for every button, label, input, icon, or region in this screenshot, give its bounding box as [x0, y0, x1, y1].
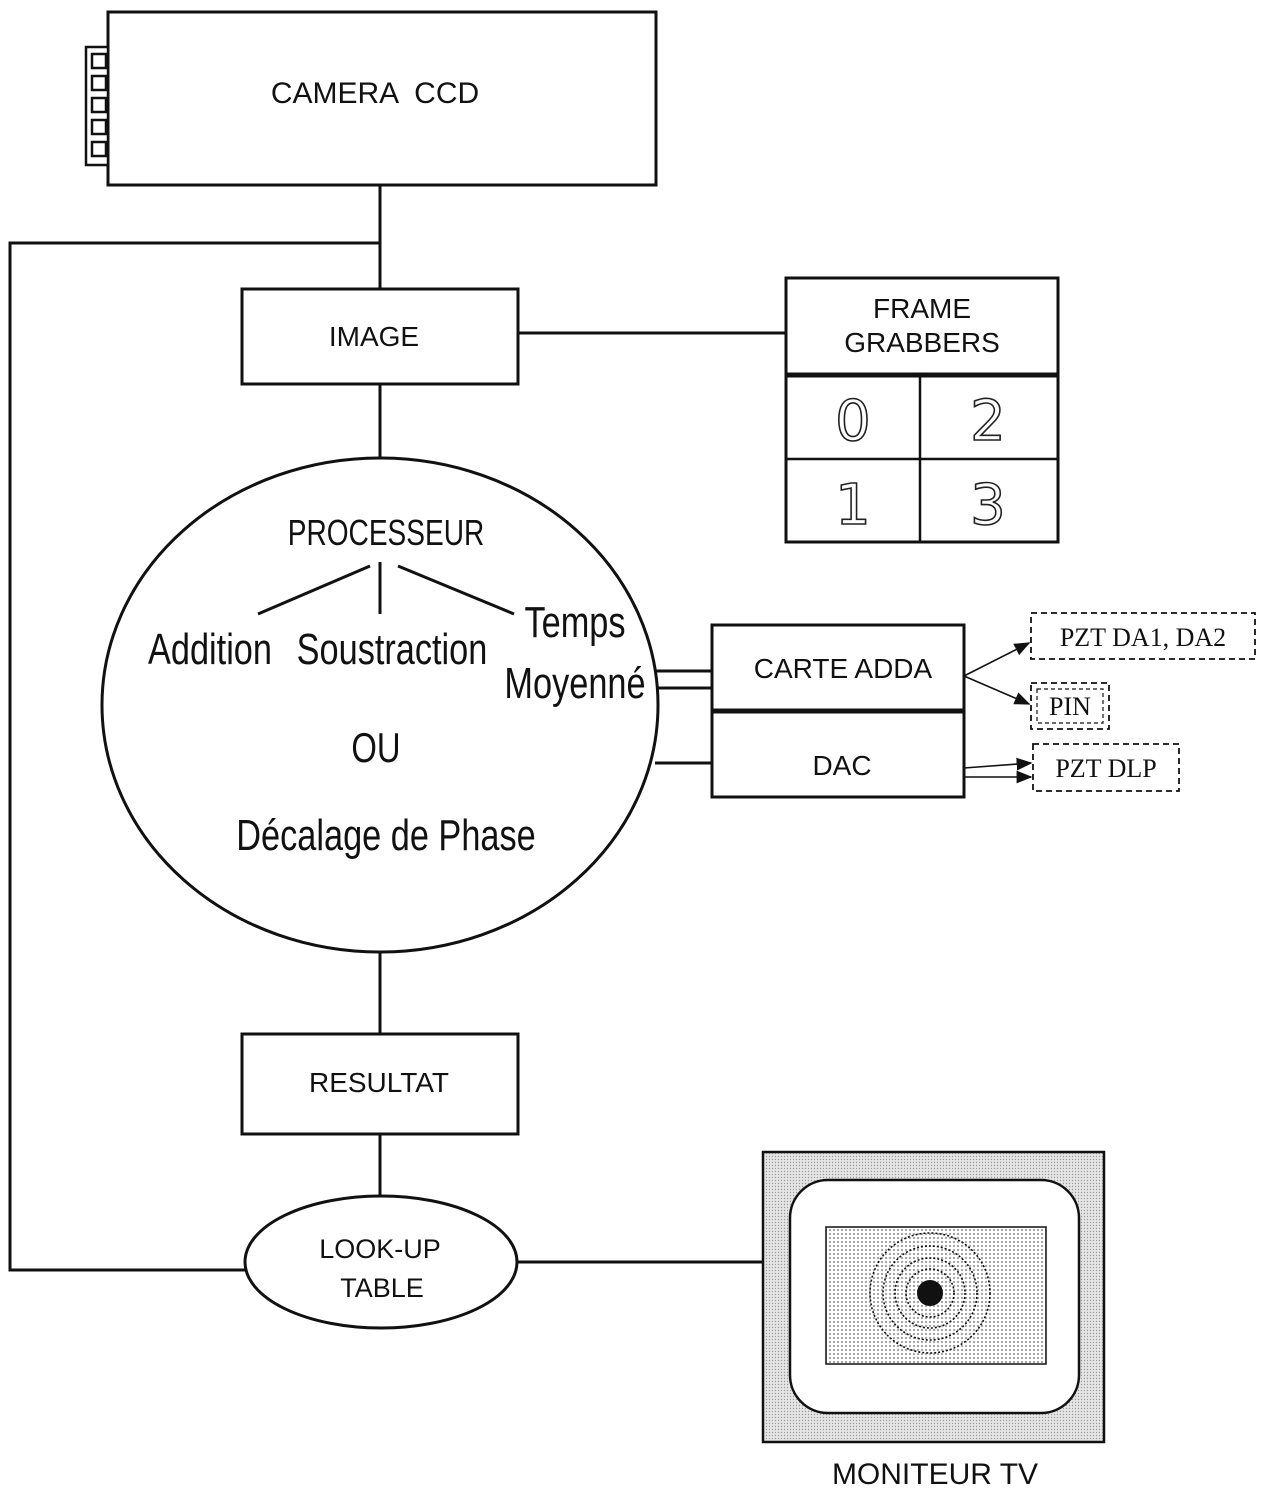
peripheral-arrows [963, 642, 1033, 784]
interference-rings-icon [869, 1232, 991, 1354]
monitor-label: MONITEUR TV [832, 1458, 1038, 1491]
monitor-tv: MONITEUR TV [761, 1150, 1106, 1491]
pzt-da-label: PZT DA1, DA2 [1060, 623, 1226, 652]
lut-block: LOOK-UP TABLE [243, 1194, 519, 1330]
carte-adda-dac-block: CARTE ADDA DAC [710, 623, 966, 799]
processor-ou: OU [351, 724, 400, 771]
op-addition: Addition [148, 625, 272, 674]
dac-label: DAC [812, 750, 871, 781]
lut-line1: LOOK-UP [319, 1234, 441, 1264]
camera-label: CAMERA CCD [271, 77, 479, 110]
pzt-dlp-label: PZT DLP [1055, 754, 1156, 783]
op-soustraction: Soustraction [297, 625, 488, 674]
line-feedback-loop [8, 241, 380, 1272]
frame-grabbers-block: FRAME GRABBERS 0 2 1 3 [784, 276, 1060, 544]
camera-ccd-block: CAMERA CCD [84, 10, 658, 187]
pzt-da-box: PZT DA1, DA2 [1030, 612, 1256, 660]
resultat-block: RESULTAT [240, 1032, 520, 1136]
pin-label: PIN [1049, 692, 1091, 721]
frame-grabbers-title-1: FRAME [873, 293, 971, 324]
frame-grabbers-title-2: GRABBERS [844, 327, 1000, 358]
frame-grabber-cell-1: 1 [835, 473, 871, 538]
op-temps-line2: Moyenné [504, 659, 645, 708]
processor-title: PROCESSEUR [288, 513, 485, 553]
camera-connector-icon [84, 45, 110, 167]
frame-grabber-cell-0: 0 [835, 389, 871, 454]
processor-phase: Décalage de Phase [236, 811, 535, 860]
pzt-dlp-box: PZT DLP [1032, 743, 1180, 792]
resultat-label: RESULTAT [309, 1067, 449, 1098]
lut-line2: TABLE [340, 1273, 424, 1303]
frame-grabber-cell-2: 2 [970, 389, 1006, 454]
processor-branches [257, 562, 515, 616]
op-temps-line1: Temps [524, 598, 625, 647]
image-label: IMAGE [329, 321, 419, 352]
pin-box: PIN [1030, 682, 1110, 730]
connection-lines [8, 185, 786, 1272]
frame-grabber-cell-3: 3 [970, 473, 1006, 538]
image-block: IMAGE [240, 287, 520, 386]
processor-block: PROCESSEUR Addition Soustraction Temps M… [100, 456, 660, 954]
carte-adda-label: CARTE ADDA [754, 653, 933, 684]
